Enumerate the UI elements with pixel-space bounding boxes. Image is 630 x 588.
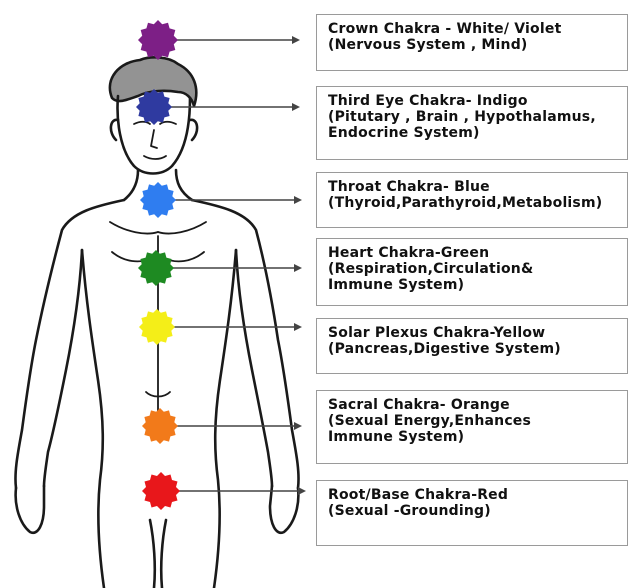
crown-description: (Nervous System , Mind) [328,37,627,53]
label-box-crown: Crown Chakra - White/ Violet (Nervous Sy… [316,14,628,71]
throat-title: Throat Chakra- Blue [328,179,627,195]
inner-legs [150,520,166,588]
torso-left [82,250,104,588]
label-box-solar-plexus: Solar Plexus Chakra-Yellow (Pancreas,Dig… [316,318,628,374]
label-box-heart: Heart Chakra-Green (Respiration,Circulat… [316,238,628,306]
root-title: Root/Base Chakra-Red [328,487,627,503]
neck-right [176,170,192,200]
throat-chakra-spot [140,182,176,218]
third-eye-arrow-head [292,103,300,111]
right-inner-arm [236,250,272,486]
label-box-third-eye: Third Eye Chakra- Indigo (Pitutary , Bra… [316,86,628,160]
label-box-throat: Throat Chakra- Blue (Thyroid,Parathyroid… [316,172,628,228]
right-hand [270,486,298,533]
solar-plexus-title: Solar Plexus Chakra-Yellow [328,325,627,341]
label-box-sacral: Sacral Chakra- Orange (Sexual Energy,Enh… [316,390,628,464]
sacral-arrow-head [294,422,302,430]
root-description: (Sexual -Grounding) [328,503,627,519]
third-eye-title: Third Eye Chakra- Indigo [328,93,627,109]
heart-description-cont: Immune System) [328,277,627,293]
throat-arrow-head [294,196,302,204]
sacral-description-cont: Immune System) [328,429,627,445]
heart-title: Heart Chakra-Green [328,245,627,261]
solar-plexus-arrow-head [294,323,302,331]
crown-chakra-spot [138,20,178,60]
left-hand [16,486,44,533]
right-shoulder-arm [192,200,299,488]
crown-arrow-head [292,36,300,44]
throat-description: (Thyroid,Parathyroid,Metabolism) [328,195,627,211]
left-inner-arm [44,250,82,486]
heart-chakra-spot [138,250,174,286]
third-eye-description: (Pitutary , Brain , Hypothalamus, [328,109,627,125]
face-features [134,122,176,159]
crown-title: Crown Chakra - White/ Violet [328,21,627,37]
label-box-root: Root/Base Chakra-Red (Sexual -Grounding) [316,480,628,546]
root-arrow-head [298,487,306,495]
solar-plexus-description: (Pancreas,Digestive System) [328,341,627,357]
neck-left [124,170,138,200]
heart-arrow-head [294,264,302,272]
right-ear [190,120,197,140]
sacral-title: Sacral Chakra- Orange [328,397,627,413]
root-chakra-spot [142,472,180,510]
heart-description: (Respiration,Circulation& [328,261,627,277]
torso-right [214,250,236,588]
solar-plexus-chakra-spot [139,309,175,345]
third-eye-description-cont: Endocrine System) [328,125,627,141]
left-ear [111,120,118,140]
sacral-description: (Sexual Energy,Enhances [328,413,627,429]
sacral-chakra-spot [142,408,178,444]
